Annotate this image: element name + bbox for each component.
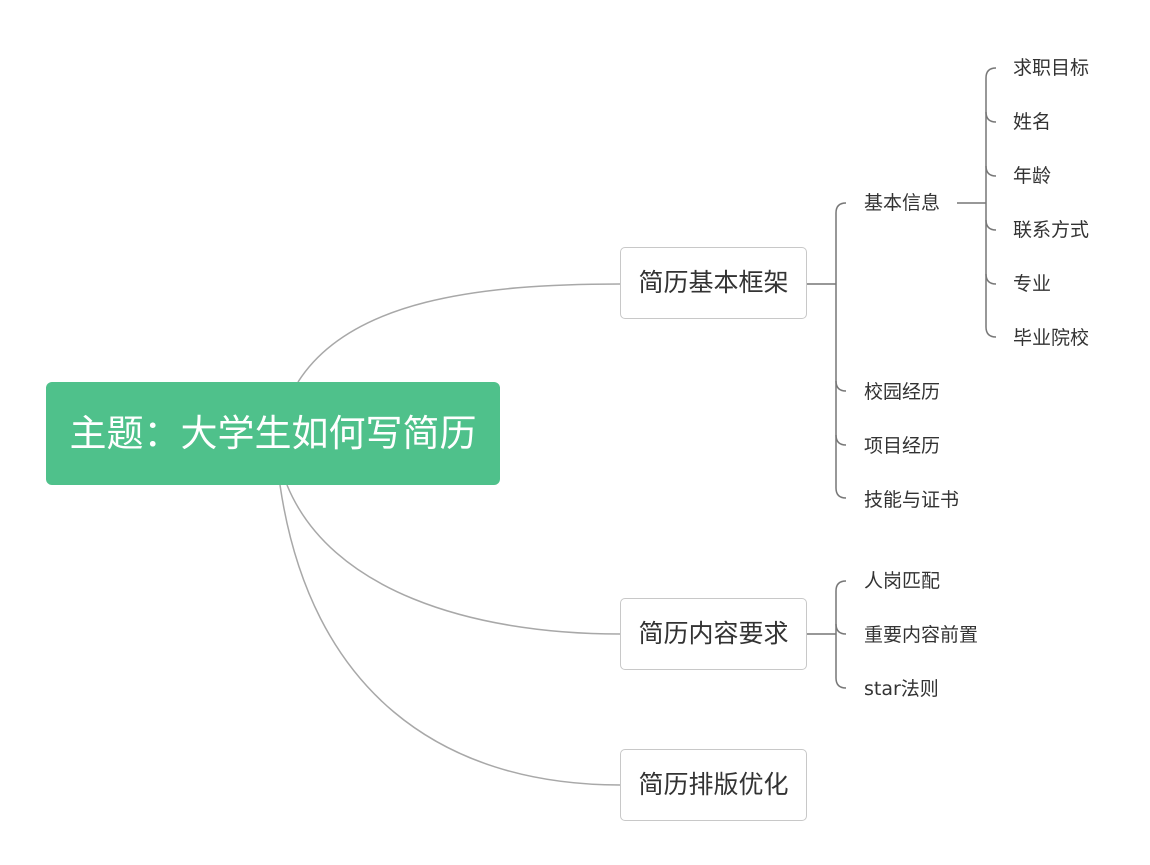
node-job-objective[interactable]: 求职目标 [1013, 57, 1090, 79]
bracket-branch-1 [807, 202, 847, 499]
branch-resume-framework[interactable]: 简历基本框架 [620, 247, 807, 319]
node-star-method[interactable]: star法则 [864, 678, 939, 700]
node-skills-certificates[interactable]: 技能与证书 [864, 489, 960, 511]
root-topic[interactable]: 主题：大学生如何写简历 [46, 382, 500, 485]
node-major[interactable]: 专业 [1013, 273, 1052, 295]
bracket-branch-2 [807, 580, 847, 689]
connector-root-to-branch-1 [297, 283, 621, 383]
node-contact[interactable]: 联系方式 [1013, 219, 1090, 241]
connector-root-to-branch-2 [286, 484, 621, 635]
branch-resume-layout[interactable]: 简历排版优化 [620, 749, 807, 821]
node-name[interactable]: 姓名 [1013, 111, 1052, 133]
node-school[interactable]: 毕业院校 [1013, 327, 1090, 349]
node-age[interactable]: 年龄 [1013, 165, 1052, 187]
node-campus-experience[interactable]: 校园经历 [864, 381, 941, 403]
node-project-experience[interactable]: 项目经历 [864, 435, 941, 457]
branch-resume-content[interactable]: 简历内容要求 [620, 598, 807, 670]
node-key-content-first[interactable]: 重要内容前置 [864, 624, 979, 646]
connector-root-to-branch-3 [279, 484, 621, 786]
bracket-basic-info [957, 67, 997, 338]
node-job-match[interactable]: 人岗匹配 [864, 570, 941, 592]
node-basic-info[interactable]: 基本信息 [864, 192, 941, 214]
